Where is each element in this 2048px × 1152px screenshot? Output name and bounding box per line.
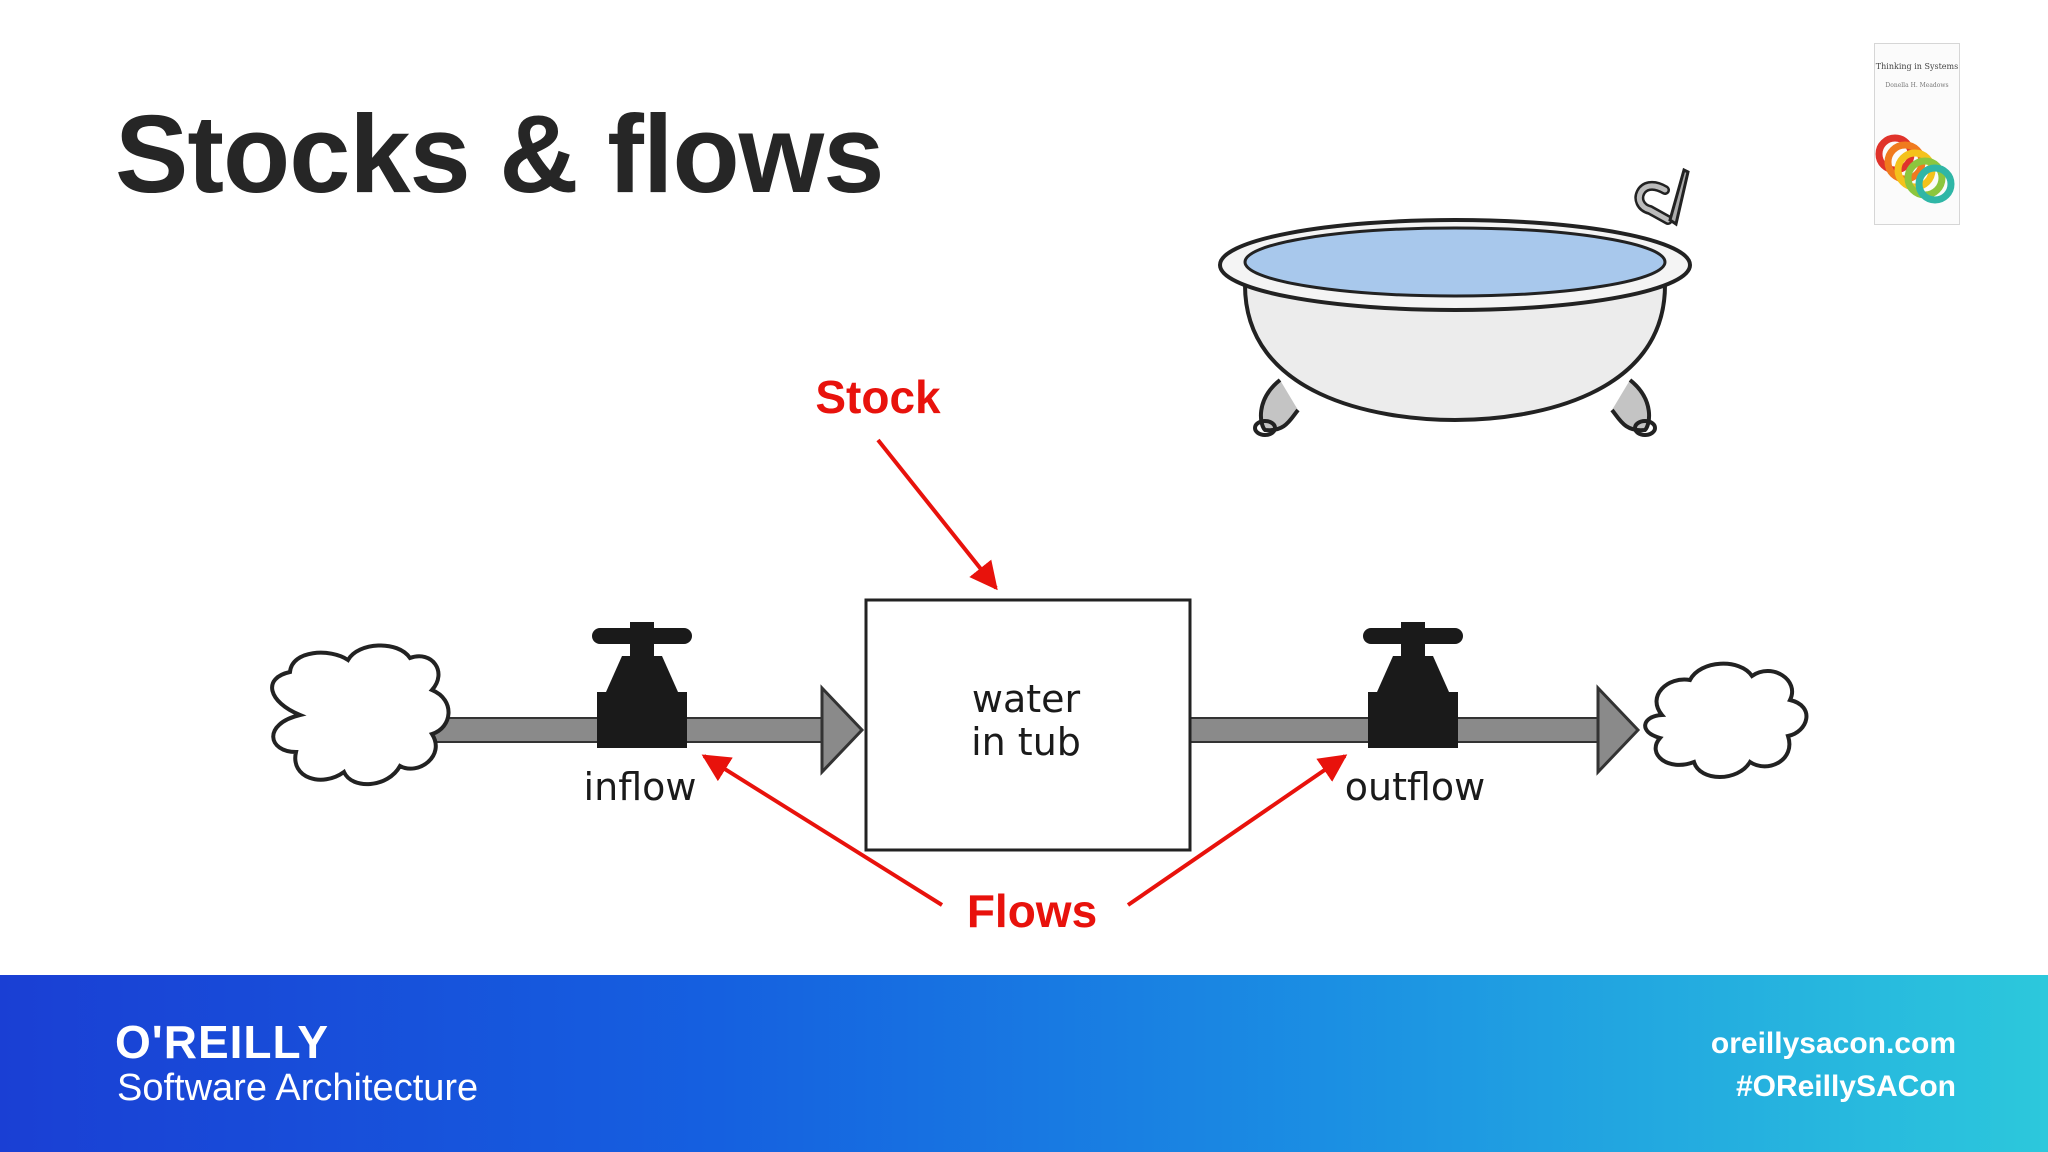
- stock-box-label-line2: in tub: [971, 720, 1081, 764]
- stock-pointer-arrow: [876, 438, 998, 591]
- bathtub-icon: [1218, 167, 1692, 437]
- book-cover: Thinking in Systems Donella H. Meadows: [1874, 43, 1960, 225]
- stock-flow-diagram: water in tub inflow outflow Stock Flows: [270, 167, 1809, 937]
- outflow-pointer-arrow: [1126, 754, 1348, 907]
- brand-logo: O'REILLY: [115, 1016, 330, 1068]
- slide-title: Stocks & flows: [115, 93, 884, 216]
- outflow-label: outflow: [1345, 765, 1486, 809]
- outflow-arrow-icon: [1596, 684, 1641, 776]
- stock-box-label-line1: water: [972, 677, 1081, 721]
- brand-subtitle: Software Architecture: [117, 1067, 479, 1109]
- cloud-icon: [270, 643, 451, 787]
- cloud-icon: [1643, 661, 1809, 779]
- stock-box: [864, 598, 1192, 852]
- flows-annotation: Flows: [967, 885, 1097, 937]
- footer-banner: O'REILLY Software Architecture oreillysa…: [0, 975, 2048, 1152]
- inflow-label: inflow: [584, 765, 697, 809]
- book-author: Donella H. Meadows: [1885, 82, 1949, 89]
- inflow-valve-icon: [592, 622, 692, 748]
- slinky-cover-icon: [1875, 134, 1955, 204]
- stock-annotation: Stock: [815, 371, 941, 423]
- hashtag: #OReillySACon: [1735, 1070, 1956, 1103]
- book-title: Thinking in Systems: [1875, 62, 1959, 71]
- inflow-arrow-icon: [820, 684, 865, 776]
- inflow-pointer-arrow: [701, 754, 944, 907]
- outflow-valve-icon: [1363, 622, 1463, 748]
- website-link[interactable]: oreillysacon.com: [1710, 1027, 1956, 1060]
